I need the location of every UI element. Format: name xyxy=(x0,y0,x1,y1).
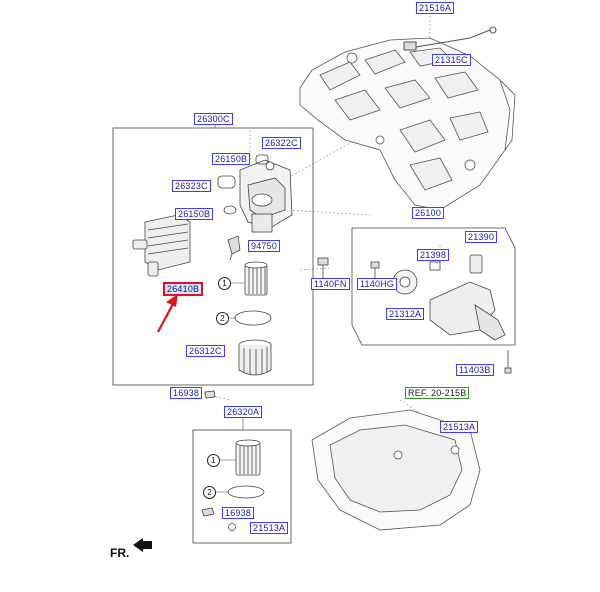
reference-label[interactable]: REF. 20-215B xyxy=(405,387,470,399)
callout-2-lower: 2 xyxy=(203,486,216,499)
pressure-switch xyxy=(227,235,241,261)
bolt-11403B xyxy=(504,350,512,374)
filter-kit-box xyxy=(192,429,292,544)
drain-washer xyxy=(450,445,460,455)
part-label-26410B[interactable]: 26410B xyxy=(163,282,204,296)
part-label-21315C[interactable]: 21315C xyxy=(432,54,471,66)
part-label-21390[interactable]: 21390 xyxy=(465,231,498,243)
part-label-21513A-bottom[interactable]: 21513A xyxy=(250,522,289,534)
o-ring-lower xyxy=(227,485,265,499)
part-label-21513A-right[interactable]: 21513A xyxy=(440,421,479,433)
engine-block xyxy=(299,37,516,211)
lower-small-parts xyxy=(201,507,236,531)
part-label-26320A[interactable]: 26320A xyxy=(224,406,263,418)
part-label-94750[interactable]: 94750 xyxy=(248,240,281,252)
bolts xyxy=(317,257,380,280)
clip-16938 xyxy=(204,390,216,399)
part-label-26100[interactable]: 26100 xyxy=(412,207,445,219)
filter-module-box xyxy=(112,127,314,386)
part-label-26150B-mid[interactable]: 26150B xyxy=(175,208,214,220)
filter-element-lower xyxy=(235,439,261,476)
part-label-26300C[interactable]: 26300C xyxy=(194,113,233,125)
part-label-16938-a[interactable]: 16938 xyxy=(170,387,203,399)
oil-cooler xyxy=(132,214,191,277)
callout-2-upper: 2 xyxy=(216,312,229,325)
part-label-21516A[interactable]: 21516A xyxy=(416,2,455,14)
oil-pan xyxy=(311,409,481,531)
part-label-1140FN[interactable]: 1140FN xyxy=(311,278,350,290)
filter-housing xyxy=(239,159,293,233)
highlight-arrow xyxy=(157,294,178,333)
o-ring-upper xyxy=(234,310,272,326)
part-label-21398[interactable]: 21398 xyxy=(417,249,450,261)
part-label-1140HG[interactable]: 1140HG xyxy=(357,278,398,290)
oil-pump-box xyxy=(351,227,516,346)
callout-1-lower: 1 xyxy=(207,454,220,467)
callout-1-upper: 1 xyxy=(218,277,231,290)
part-label-16938-b[interactable]: 16938 xyxy=(222,507,255,519)
filter-element-upper xyxy=(244,261,268,296)
front-direction-label: FR. xyxy=(110,546,130,560)
part-label-26323C[interactable]: 26323C xyxy=(172,180,211,192)
oil-pump xyxy=(392,254,506,341)
part-label-26322C[interactable]: 26322C xyxy=(262,137,301,149)
part-label-26312C[interactable]: 26312C xyxy=(186,345,225,357)
filter-cap xyxy=(238,339,272,376)
part-label-21312A[interactable]: 21312A xyxy=(386,308,425,320)
gaskets xyxy=(217,154,269,215)
part-label-11403B[interactable]: 11403B xyxy=(456,364,494,376)
part-label-26150B-top[interactable]: 26150B xyxy=(212,153,251,165)
front-direction-arrow xyxy=(133,538,152,552)
dipstick xyxy=(403,26,497,51)
